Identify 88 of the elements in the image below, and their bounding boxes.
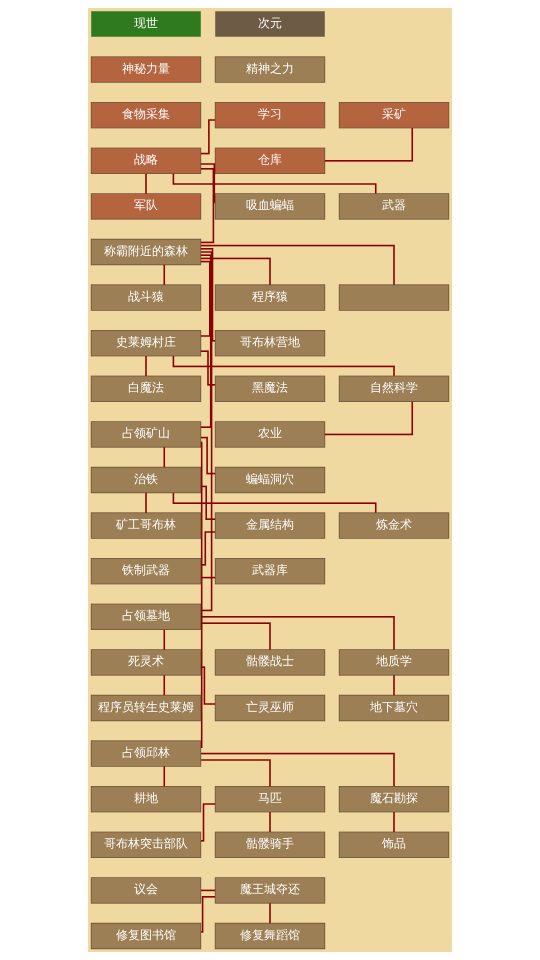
connector bbox=[201, 752, 395, 786]
node-box: 农业 bbox=[214, 421, 326, 448]
node-box: 武器库 bbox=[214, 558, 326, 584]
node-box: 占领邱林 bbox=[90, 740, 202, 767]
node-box: 骷髅骑手 bbox=[214, 832, 326, 858]
node-box: 铁制武器 bbox=[90, 558, 202, 584]
node-box: 程序员转生史莱姆 bbox=[90, 694, 202, 722]
node-box: 称霸附近的森林 bbox=[90, 238, 202, 266]
node-box: 地质学 bbox=[338, 649, 450, 676]
connector bbox=[201, 576, 216, 578]
node-box bbox=[338, 284, 450, 311]
connector bbox=[269, 812, 271, 832]
node-box: 占领墓地 bbox=[90, 604, 202, 630]
connector bbox=[201, 168, 214, 244]
connector bbox=[201, 251, 212, 612]
connector bbox=[163, 447, 166, 468]
node-box: 精神之力 bbox=[214, 56, 326, 83]
node-box: 哥布林营地 bbox=[214, 330, 326, 356]
node-box: 吸血蝙蝠 bbox=[214, 193, 326, 220]
node-box: 战斗猿 bbox=[90, 284, 202, 311]
connector bbox=[200, 896, 215, 933]
node-box: 神秘力量 bbox=[90, 56, 202, 83]
node-box: 程序猿 bbox=[214, 284, 326, 311]
node-box: 史莱姆村庄 bbox=[90, 330, 202, 356]
connector bbox=[163, 630, 166, 650]
connector bbox=[172, 356, 395, 376]
node-box: 死灵术 bbox=[90, 649, 202, 676]
node-box: 自然科学 bbox=[338, 376, 450, 402]
connector bbox=[324, 402, 414, 436]
connector bbox=[201, 803, 216, 842]
connector bbox=[200, 260, 211, 337]
node-box: 矿工哥布林 bbox=[90, 512, 202, 539]
connector bbox=[200, 666, 215, 705]
connector bbox=[201, 616, 395, 650]
node-box: 亡灵巫师 bbox=[214, 694, 326, 722]
label: 现世 bbox=[134, 16, 158, 30]
connector bbox=[145, 174, 147, 194]
connector bbox=[163, 264, 166, 285]
connector bbox=[200, 350, 216, 386]
node-box: 食物采集 bbox=[90, 102, 202, 128]
node-box: 议会 bbox=[90, 877, 202, 904]
node-box: 魔王城夺还 bbox=[214, 877, 326, 904]
connector bbox=[201, 759, 271, 786]
node-box: 军队 bbox=[90, 193, 202, 220]
connector bbox=[163, 766, 166, 786]
connector bbox=[200, 254, 212, 428]
connector bbox=[172, 174, 377, 194]
node-box: 采矿 bbox=[338, 102, 450, 128]
connector bbox=[200, 442, 202, 748]
node-box: 学习 bbox=[214, 102, 326, 128]
connector bbox=[201, 436, 216, 474]
node-box: 金属结构 bbox=[214, 512, 326, 539]
connector bbox=[145, 492, 147, 513]
connector bbox=[201, 531, 216, 566]
connector bbox=[200, 163, 216, 204]
connector bbox=[393, 675, 395, 696]
connector bbox=[200, 248, 215, 342]
connector bbox=[172, 492, 377, 513]
node-box: 炼金术 bbox=[338, 512, 450, 539]
node-box: 蝙蝠洞穴 bbox=[214, 466, 326, 494]
connector bbox=[200, 486, 216, 520]
node-box: 马匹 bbox=[214, 786, 326, 812]
node-box: 黑魔法 bbox=[214, 376, 326, 402]
node-box: 饰品 bbox=[338, 832, 450, 858]
node-box: 治铁 bbox=[90, 466, 202, 494]
node-box: 耕地 bbox=[90, 786, 202, 812]
node-box: 地下墓穴 bbox=[338, 694, 450, 722]
connector bbox=[145, 356, 147, 376]
node-box: 武器 bbox=[338, 193, 450, 220]
node-box: 占领矿山 bbox=[90, 421, 202, 448]
node-box: 哥布林突击部队 bbox=[90, 832, 202, 858]
connector bbox=[201, 244, 395, 285]
connector bbox=[269, 903, 271, 924]
node-box: 仓库 bbox=[214, 148, 326, 174]
node-box: 修复舞蹈馆 bbox=[214, 922, 326, 950]
node-box: 修复图书馆 bbox=[90, 922, 202, 950]
connector bbox=[201, 890, 216, 892]
connector bbox=[201, 622, 271, 650]
connector bbox=[393, 812, 395, 832]
node-box: 白魔法 bbox=[90, 376, 202, 402]
connector bbox=[201, 258, 271, 285]
node-box: 战略 bbox=[90, 148, 202, 174]
connector bbox=[200, 119, 215, 154]
label: 次元 bbox=[258, 16, 282, 30]
connector bbox=[324, 128, 414, 162]
node-box: 魔石勘探 bbox=[338, 786, 450, 812]
node-box: 骷髅战士 bbox=[214, 649, 326, 676]
connector bbox=[163, 675, 166, 696]
